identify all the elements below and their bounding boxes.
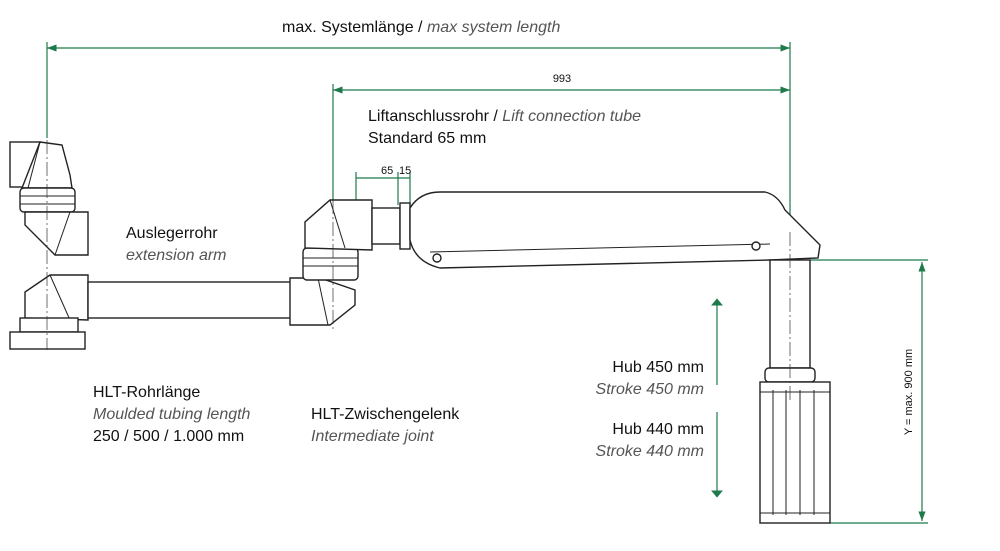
arm-length-value: 993	[553, 73, 571, 85]
dim-65: 65	[381, 165, 393, 177]
joint-label-de: HLT-Zwischengelenk	[311, 406, 460, 423]
system-length-dimension	[46, 42, 791, 232]
extension-arm-tube	[87, 281, 293, 319]
stroke1-en: Stroke 450 mm	[596, 381, 704, 398]
extension-arm-label-de: Auslegerrohr	[126, 225, 218, 242]
lift-tube-label: Liftanschlussrohr / Lift connection tube	[368, 108, 641, 125]
dim-15: 15	[399, 165, 411, 177]
height-dimension	[810, 259, 928, 524]
joint-label-en: Intermediate joint	[311, 428, 434, 445]
lift-arm-drawing	[409, 191, 831, 524]
wall-mount-assembly	[9, 140, 89, 350]
stroke2-en: Stroke 440 mm	[596, 443, 704, 460]
tubing-label-en: Moulded tubing length	[93, 406, 251, 423]
tubing-sizes: 250 / 500 / 1.000 mm	[93, 428, 244, 445]
intermediate-joint-drawing	[289, 199, 411, 330]
system-length-label: max. Systemlänge / max system length	[282, 19, 560, 36]
lift-tube-standard: Standard 65 mm	[368, 130, 486, 147]
stroke2-de: Hub 440 mm	[612, 421, 704, 438]
height-value: Y = max. 900 mm	[903, 349, 915, 435]
tubing-label-de: HLT-Rohrlänge	[93, 384, 200, 401]
stroke1-de: Hub 450 mm	[612, 359, 704, 376]
extension-arm-label-en: extension arm	[126, 247, 227, 264]
